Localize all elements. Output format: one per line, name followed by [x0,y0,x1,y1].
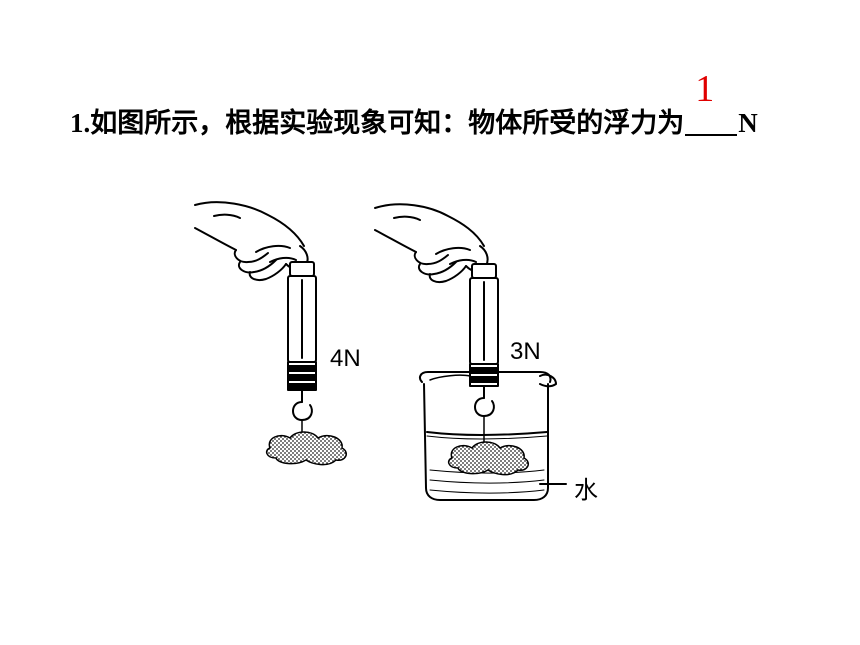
question-body: 如图所示，根据实验现象可知：物体所受的浮力为 [90,108,685,139]
right-apparatus [374,203,567,501]
left-scale-reading: 4N [330,345,361,372]
right-spring-scale [469,263,499,447]
answer-unit: N [738,108,758,138]
water-label: 水 [574,476,598,504]
left-apparatus [194,201,347,466]
right-hand-icon [374,203,489,284]
beaker [419,371,567,501]
answer-blank: 1 [685,70,738,136]
right-scale-reading: 3N [510,338,541,365]
answer-value: 1 [695,68,715,110]
question-number: 1. [70,108,91,138]
left-spring-scale [287,261,317,441]
right-object [447,441,529,476]
left-object [265,431,347,466]
left-hand-icon [194,201,309,282]
